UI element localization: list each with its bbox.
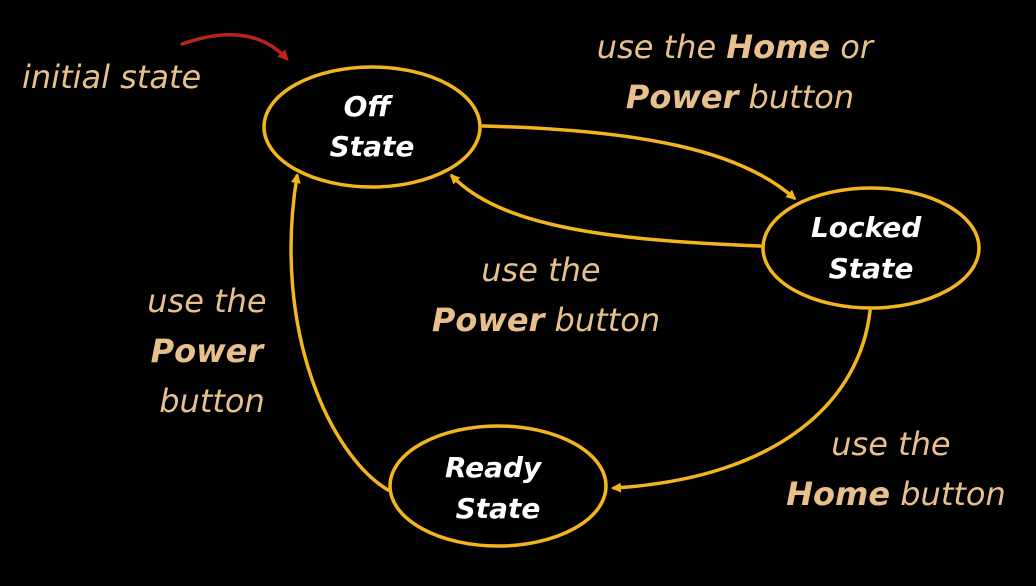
initial-state-label: initial state (22, 58, 201, 96)
initial-state-text: initial state (22, 58, 201, 96)
node-off-label: Off State (330, 90, 415, 163)
edge-label-ready-to-off: use the Power button (147, 282, 277, 420)
node-off-border (262, 65, 482, 189)
node-off-line1: Off (344, 90, 394, 123)
node-ready-line1: Ready (445, 451, 543, 484)
node-off-state: Off State (262, 65, 482, 189)
edge-label-locked-to-off: use the Power button (432, 251, 660, 339)
edge-locked-to-off (449, 173, 762, 248)
edge-label-off-to-locked-line2: Power button (626, 78, 854, 116)
edge-ready-to-off (289, 173, 390, 492)
edge-label-off-to-locked-line1: use the Home or (597, 28, 875, 66)
node-locked-line1: Locked (811, 211, 922, 244)
node-locked-state: Locked State (761, 186, 981, 310)
node-locked-line2: State (829, 252, 914, 285)
node-locked-label: Locked State (811, 211, 931, 285)
edge-off-to-locked (481, 124, 797, 200)
node-ready-line2: State (456, 492, 541, 525)
label-text: use the (597, 28, 727, 66)
node-off-line2: State (330, 130, 415, 163)
edge-label-locked-to-ready: use the Home button (786, 425, 1006, 513)
edge-label-locked-to-ready-line2: Home button (786, 475, 1006, 513)
node-ready-label: Ready State (445, 451, 551, 525)
edge-label-off-to-locked: use the Home or Power button (597, 28, 883, 116)
label-text-bold: Power (432, 301, 547, 339)
label-text-bold: Home (726, 28, 830, 66)
initial-arrow (180, 32, 289, 61)
label-text-bold: Home (786, 475, 890, 513)
node-locked-border (761, 186, 981, 310)
label-text: button (738, 78, 854, 116)
node-ready-border (388, 424, 608, 548)
edge-label-ready-to-off-line1: use the (147, 282, 266, 320)
edge-label-locked-to-off-line2: Power button (432, 301, 660, 339)
edge-locked-to-ready (611, 309, 872, 493)
edge-label-locked-to-off-line1: use the (481, 251, 600, 289)
node-ready-state: Ready State (388, 424, 608, 548)
edge-label-locked-to-ready-line1: use the (831, 425, 950, 463)
edge-label-ready-to-off-line3: button (159, 382, 265, 420)
label-text: button (544, 301, 660, 339)
label-text: button (890, 475, 1006, 513)
edge-label-ready-to-off-line2: Power (151, 332, 266, 370)
label-text: or (830, 28, 875, 66)
label-text-bold: Power (626, 78, 741, 116)
